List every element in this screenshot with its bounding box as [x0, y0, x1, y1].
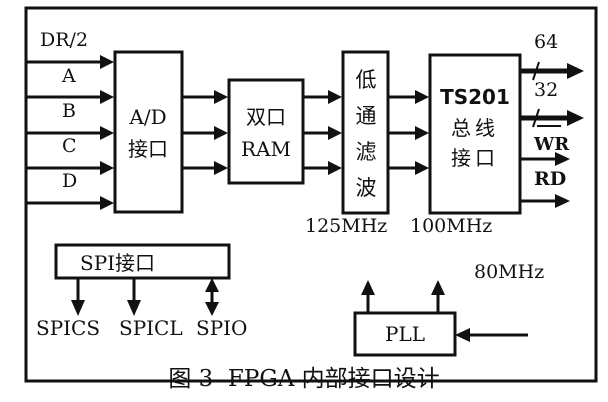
ts201-block-line3: 接口: [451, 146, 499, 170]
low-pass-filter-block: 低 通 滤 波: [341, 50, 390, 215]
output-arrow-bus-32: [520, 108, 584, 128]
fpga-boundary: [24, 6, 598, 383]
input-arrow-d: [26, 196, 114, 210]
input-label-c: C: [62, 135, 77, 157]
clock-label-125mhz: 125MHz: [305, 215, 387, 237]
output-arrow-bus-64: [520, 61, 584, 81]
pll-block: PLL: [353, 311, 457, 357]
input-arrow-c: [26, 161, 114, 175]
spi-block-label: SPI接口: [80, 251, 155, 275]
pll-output-arrows: [361, 280, 445, 313]
output-label-rd: RD: [534, 168, 566, 190]
spi-label-spicl: SPICL: [119, 316, 183, 340]
ad-block-line1: A/D: [128, 105, 166, 129]
ram-block-line1: 双口: [246, 105, 286, 129]
output-signals: 64 32 WR RD: [520, 31, 584, 208]
bus-width-32: 32: [534, 79, 558, 101]
pll-arrow-100mhz: [431, 280, 445, 313]
input-label-d: D: [62, 170, 77, 192]
input-arrow-dr2: [26, 55, 114, 69]
dual-port-ram-block: 双口 RAM: [227, 78, 305, 185]
lpf-char-2: 通: [356, 104, 377, 128]
input-arrow-a: [26, 90, 114, 104]
lpf-char-3: 滤: [356, 140, 377, 164]
input-label-a: A: [61, 65, 76, 87]
ts201-block-line2: 总线: [451, 116, 499, 140]
input-signals: DR/2 A B C D: [26, 29, 114, 210]
spi-arrow-spicl: [127, 278, 141, 316]
ad-block-line2: 接口: [128, 137, 168, 161]
lpf-to-ts201-arrows: [388, 90, 429, 175]
ts201-block-line1: TS201: [440, 85, 510, 109]
output-label-wr: WR: [533, 134, 570, 155]
lpf-char-1: 低: [356, 68, 377, 92]
ram-block-line2: RAM: [241, 137, 291, 161]
ts201-bus-interface-block: TS201 总线 接口: [428, 53, 522, 215]
input-label-b: B: [62, 100, 76, 122]
input-arrow-b: [26, 126, 114, 140]
spi-interface-block: SPI接口: [54, 243, 231, 280]
spi-signal-arrows: [71, 278, 219, 316]
clock-label-80mhz: 80MHz: [474, 261, 544, 283]
pll-block-label: PLL: [385, 322, 425, 346]
spi-arrow-spics: [71, 278, 85, 316]
clock-label-100mhz: 100MHz: [410, 215, 492, 237]
output-arrow-rd: [520, 194, 570, 208]
figure-caption: 图 3 FPGA 内部接口设计: [168, 366, 439, 392]
ad-to-ram-arrows: [182, 90, 228, 175]
input-label-dr2: DR/2: [40, 29, 88, 51]
ad-interface-block: A/D 接口: [113, 50, 184, 214]
ram-to-lpf-arrows: [303, 90, 342, 175]
spi-label-spio: SPIO: [196, 316, 247, 340]
lpf-char-4: 波: [356, 176, 377, 200]
pll-arrow-125mhz: [361, 280, 375, 313]
spi-label-spics: SPICS: [36, 316, 100, 340]
output-arrow-wr: [520, 152, 570, 166]
bus-width-64: 64: [534, 31, 558, 53]
pll-input-arrow-80mhz: [455, 328, 528, 342]
spi-arrow-spio-bidirectional: [205, 278, 219, 316]
